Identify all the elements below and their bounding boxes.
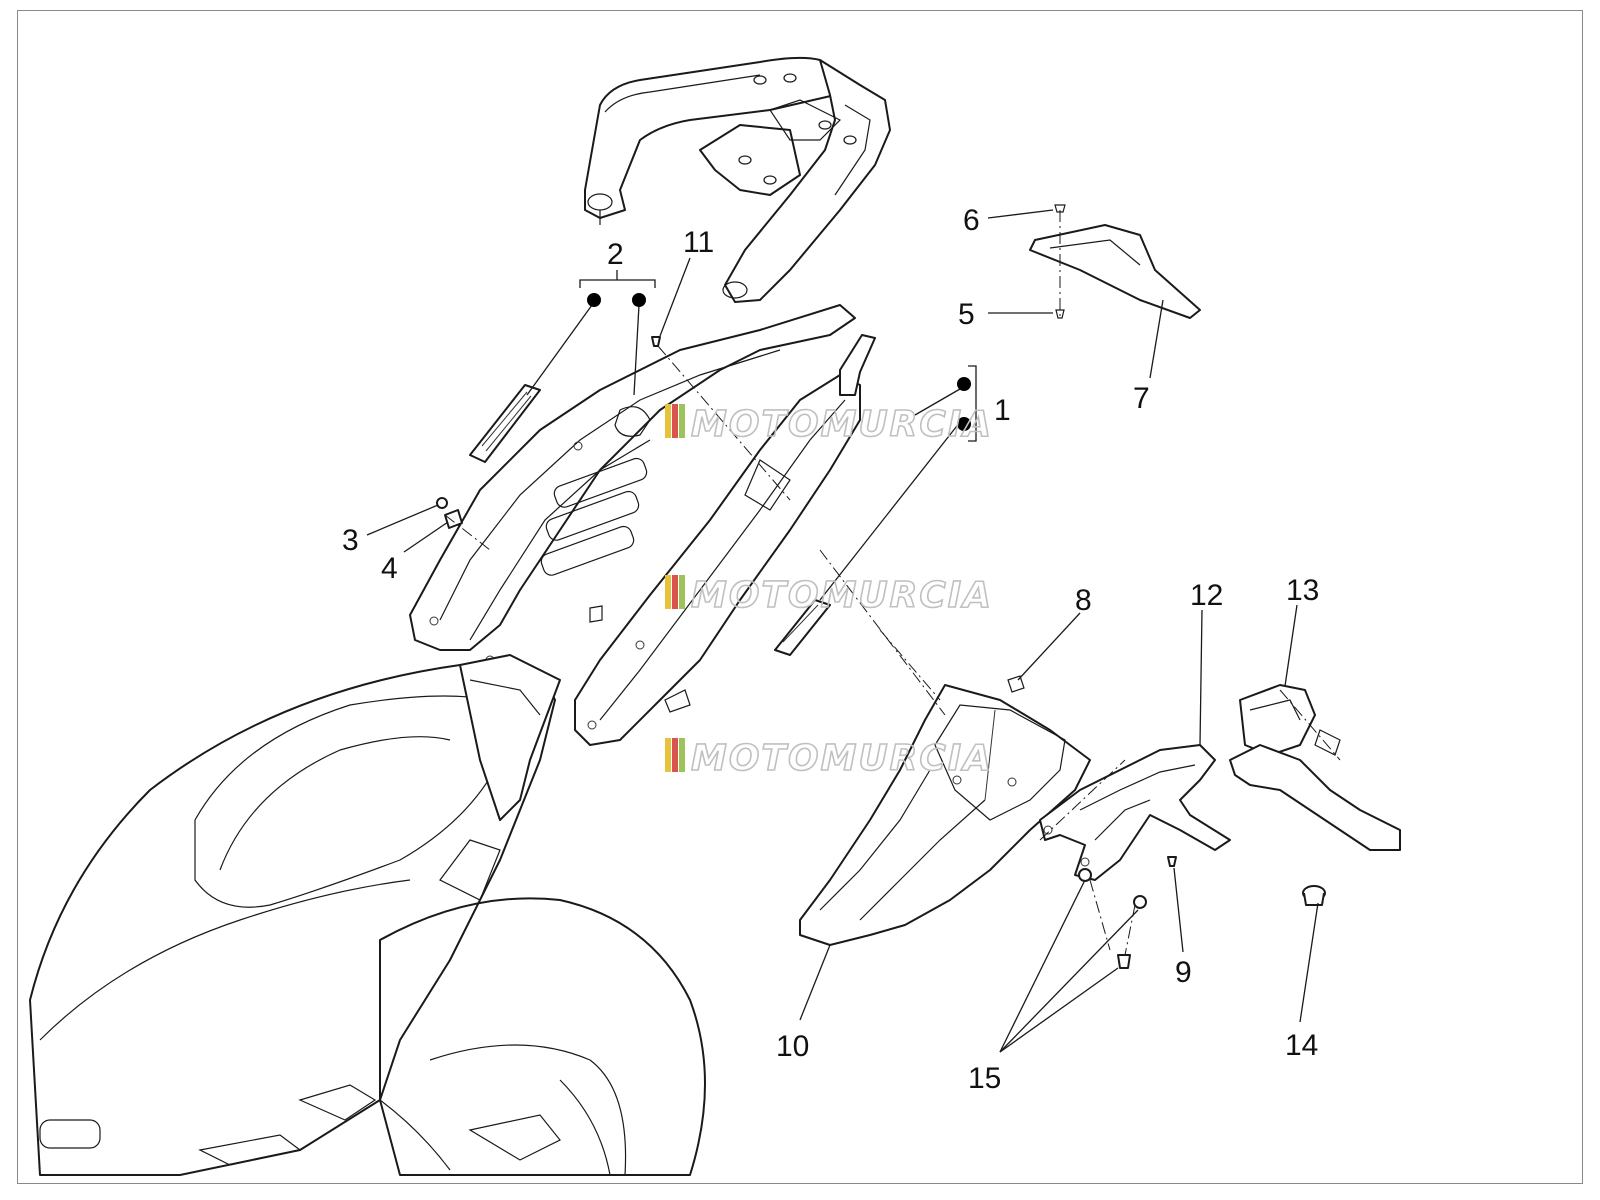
watermark-stripe — [679, 575, 685, 609]
left-side-panel — [409, 304, 856, 665]
callout-9: 9 — [1175, 956, 1192, 989]
watermark-stripe — [679, 404, 685, 438]
tail-cover-part-7 — [1029, 204, 1201, 319]
callout-1: 1 — [994, 394, 1011, 427]
callout-6: 6 — [963, 204, 980, 237]
fasteners-9-14-15 — [1078, 856, 1326, 969]
callout-12: 12 — [1190, 579, 1223, 612]
tail-holder-part-13 — [1229, 684, 1401, 851]
watermark-text: MOTOMURCIA — [691, 738, 993, 779]
sticker-part-2 — [469, 384, 541, 463]
callout-labels: 1 2 3 4 5 6 7 8 9 10 11 12 13 14 15 — [342, 204, 1319, 1095]
watermark-stripe — [665, 575, 671, 609]
watermark-2: MOTOMURCIA — [665, 574, 993, 617]
scooter-seat-body — [29, 654, 611, 1176]
callout-2: 2 — [607, 238, 624, 271]
callout-5: 5 — [958, 298, 975, 331]
callout-3: 3 — [342, 524, 359, 557]
callout-4: 4 — [381, 552, 398, 585]
watermark-stripe — [665, 404, 671, 438]
callout-14: 14 — [1285, 1029, 1318, 1062]
watermark-stripe — [665, 738, 671, 772]
callout-8: 8 — [1075, 584, 1092, 617]
watermark-1: MOTOMURCIA — [665, 403, 993, 446]
callout-11: 11 — [683, 226, 714, 259]
callout-10: 10 — [776, 1030, 809, 1063]
watermark-stripe — [672, 575, 678, 609]
rear-rack — [584, 56, 891, 303]
watermark-stripe — [672, 404, 678, 438]
rear-wheel — [379, 897, 706, 1176]
mudguard-part-10 — [799, 675, 1091, 946]
watermark-stripe — [679, 738, 685, 772]
leader-lines — [366, 209, 1319, 1053]
watermark-text: MOTOMURCIA — [691, 575, 993, 616]
assembly-line-c — [1039, 759, 1126, 841]
bracket-part-12 — [1039, 744, 1231, 951]
watermark-stripe — [672, 738, 678, 772]
sticker-part-1 — [774, 599, 831, 656]
callout-7: 7 — [1133, 382, 1150, 415]
watermark-3: MOTOMURCIA — [665, 737, 993, 780]
right-side-panel — [574, 334, 876, 746]
assembly-line-b — [879, 629, 941, 701]
callout-13: 13 — [1286, 574, 1319, 607]
fasteners-3-4-11 — [436, 336, 791, 551]
reference-dots — [587, 293, 971, 431]
watermark-text: MOTOMURCIA — [691, 404, 993, 445]
callout-15: 15 — [968, 1062, 1001, 1095]
